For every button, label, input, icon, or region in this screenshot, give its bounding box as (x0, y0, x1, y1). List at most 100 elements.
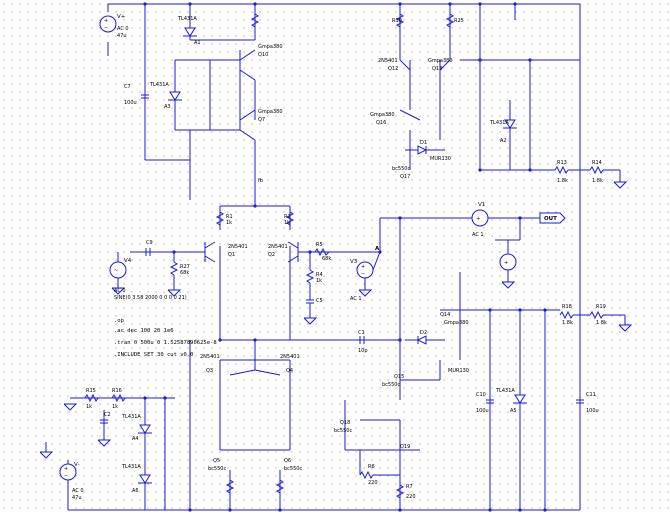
svg-text:R2: R2 (284, 214, 291, 220)
svg-text:Gmpa380: Gmpa380 (428, 58, 453, 64)
svg-text:Q4: Q4 (286, 368, 293, 374)
svg-text:R6: R6 (368, 464, 375, 470)
svg-text:C10: C10 (476, 392, 486, 398)
source-v2[interactable]: + (495, 218, 521, 289)
svg-text:220: 220 (406, 494, 416, 500)
svg-text:C9: C9 (146, 240, 153, 246)
svg-text:+: + (104, 18, 108, 24)
svg-text:R15: R15 (86, 388, 96, 394)
svg-text:D2: D2 (420, 330, 427, 336)
svg-text:OUT: OUT (544, 216, 557, 222)
value-v-plus: AC 0 (117, 26, 129, 32)
svg-text:Q13: Q13 (432, 66, 442, 72)
output-flag[interactable]: OUT (539, 212, 566, 224)
svg-text:TL431A: TL431A (177, 16, 197, 22)
svg-text:C2: C2 (104, 412, 111, 418)
source-v-minus[interactable]: + − (39, 442, 77, 510)
svg-text:TL431A: TL431A (121, 464, 141, 470)
cap-top-left (141, 94, 149, 99)
source-v3[interactable]: + − (356, 251, 381, 297)
svg-text:A2: A2 (500, 138, 507, 144)
lower-center-cluster (344, 400, 420, 510)
svg-text:Gmpa380: Gmpa380 (258, 44, 283, 50)
svg-text:R16: R16 (112, 388, 122, 394)
svg-text:SINE(0 3.58 2000 0 0 0 0 21): SINE(0 3.58 2000 0 0 0 0 21) (114, 295, 187, 301)
svg-text:+: + (361, 264, 365, 270)
q1-model: 2N5401 (228, 244, 248, 250)
svg-text:1k: 1k (284, 220, 290, 226)
svg-text:1.8k: 1.8k (596, 320, 607, 326)
svg-text:R25: R25 (454, 18, 464, 24)
svg-text:TL431A: TL431A (121, 414, 141, 420)
vas-top-right (395, 4, 580, 170)
svg-text:C11: C11 (586, 392, 596, 398)
svg-text:A6: A6 (132, 488, 139, 494)
svg-text:bc550c: bc550c (392, 166, 410, 172)
svg-text:Q17: Q17 (400, 174, 410, 180)
svg-text:bc550c: bc550c (382, 382, 400, 388)
svg-text:AC 0: AC 0 (114, 288, 126, 294)
svg-text:V1: V1 (478, 202, 485, 208)
svg-text:R7: R7 (406, 484, 413, 490)
diode-d2 (405, 335, 445, 345)
svg-text:1k: 1k (112, 404, 118, 410)
svg-text:100u: 100u (476, 408, 489, 414)
svg-text:A1: A1 (194, 40, 201, 46)
svg-text:47u: 47u (117, 33, 127, 39)
right-top-chain (480, 165, 628, 189)
compensation-cap (359, 336, 365, 344)
svg-text:Q19: Q19 (400, 444, 410, 450)
svg-text:TL431A: TL431A (149, 82, 169, 88)
source-v-plus[interactable]: + − V+ AC 0 47u (99, 14, 129, 39)
svg-text:R27: R27 (180, 264, 190, 270)
directive-ac: .ac dec 100 20 1e6 (114, 328, 174, 334)
svg-text:68k: 68k (180, 270, 189, 276)
source-v1[interactable]: + V1 (471, 202, 540, 227)
svg-text:Q18: Q18 (340, 420, 350, 426)
svg-text:Q3: Q3 (206, 368, 213, 374)
net-label-a: A (375, 246, 380, 252)
svg-text:Q16: Q16 (376, 120, 386, 126)
svg-text:TL431A: TL431A (489, 120, 509, 126)
svg-text:MUR130: MUR130 (430, 156, 451, 162)
svg-text:TL431A: TL431A (495, 388, 515, 394)
svg-text:220: 220 (368, 480, 378, 486)
svg-text:Gmpa380: Gmpa380 (370, 112, 395, 118)
svg-text:Gmpa380: Gmpa380 (258, 109, 283, 115)
svg-text:1k: 1k (86, 404, 92, 410)
svg-text:A4: A4 (132, 436, 139, 442)
svg-text:1.8k: 1.8k (562, 320, 573, 326)
svg-text:Q15: Q15 (394, 374, 404, 380)
input-network (145, 248, 182, 297)
svg-text:R1: R1 (226, 214, 233, 220)
lower-left-bias (63, 393, 175, 510)
svg-text:R10: R10 (392, 18, 402, 24)
svg-text:C1: C1 (358, 330, 365, 336)
svg-text:C5: C5 (316, 298, 323, 304)
svg-text:R13: R13 (557, 160, 567, 166)
svg-text:+: + (64, 466, 68, 472)
lower-stage (189, 339, 400, 510)
directive-op: .op (114, 318, 124, 324)
svg-text:R4: R4 (316, 272, 323, 278)
svg-text:~: ~ (114, 268, 118, 274)
q2-model: 2N5401 (268, 244, 288, 250)
svg-text:Q6: Q6 (284, 458, 291, 464)
diode-d1 (405, 145, 445, 155)
svg-text:V3: V3 (350, 259, 358, 265)
svg-text:R5: R5 (316, 242, 323, 248)
top-left-bias (144, 4, 260, 200)
svg-text:bc550c: bc550c (208, 466, 226, 472)
spice-directives[interactable]: .op .ac dec 100 20 1e6 .tran 0 500u 0 1.… (114, 318, 217, 358)
svg-text:+: + (476, 216, 480, 222)
svg-text:fb: fb (258, 178, 263, 184)
input-stage (130, 140, 330, 340)
supply-rails (68, 3, 581, 511)
svg-text:Q14: Q14 (440, 312, 450, 318)
svg-text:A5: A5 (510, 408, 517, 414)
svg-text:2N5401: 2N5401 (200, 354, 220, 360)
source-v4[interactable]: ~ (109, 252, 127, 295)
svg-text:R18: R18 (562, 304, 572, 310)
